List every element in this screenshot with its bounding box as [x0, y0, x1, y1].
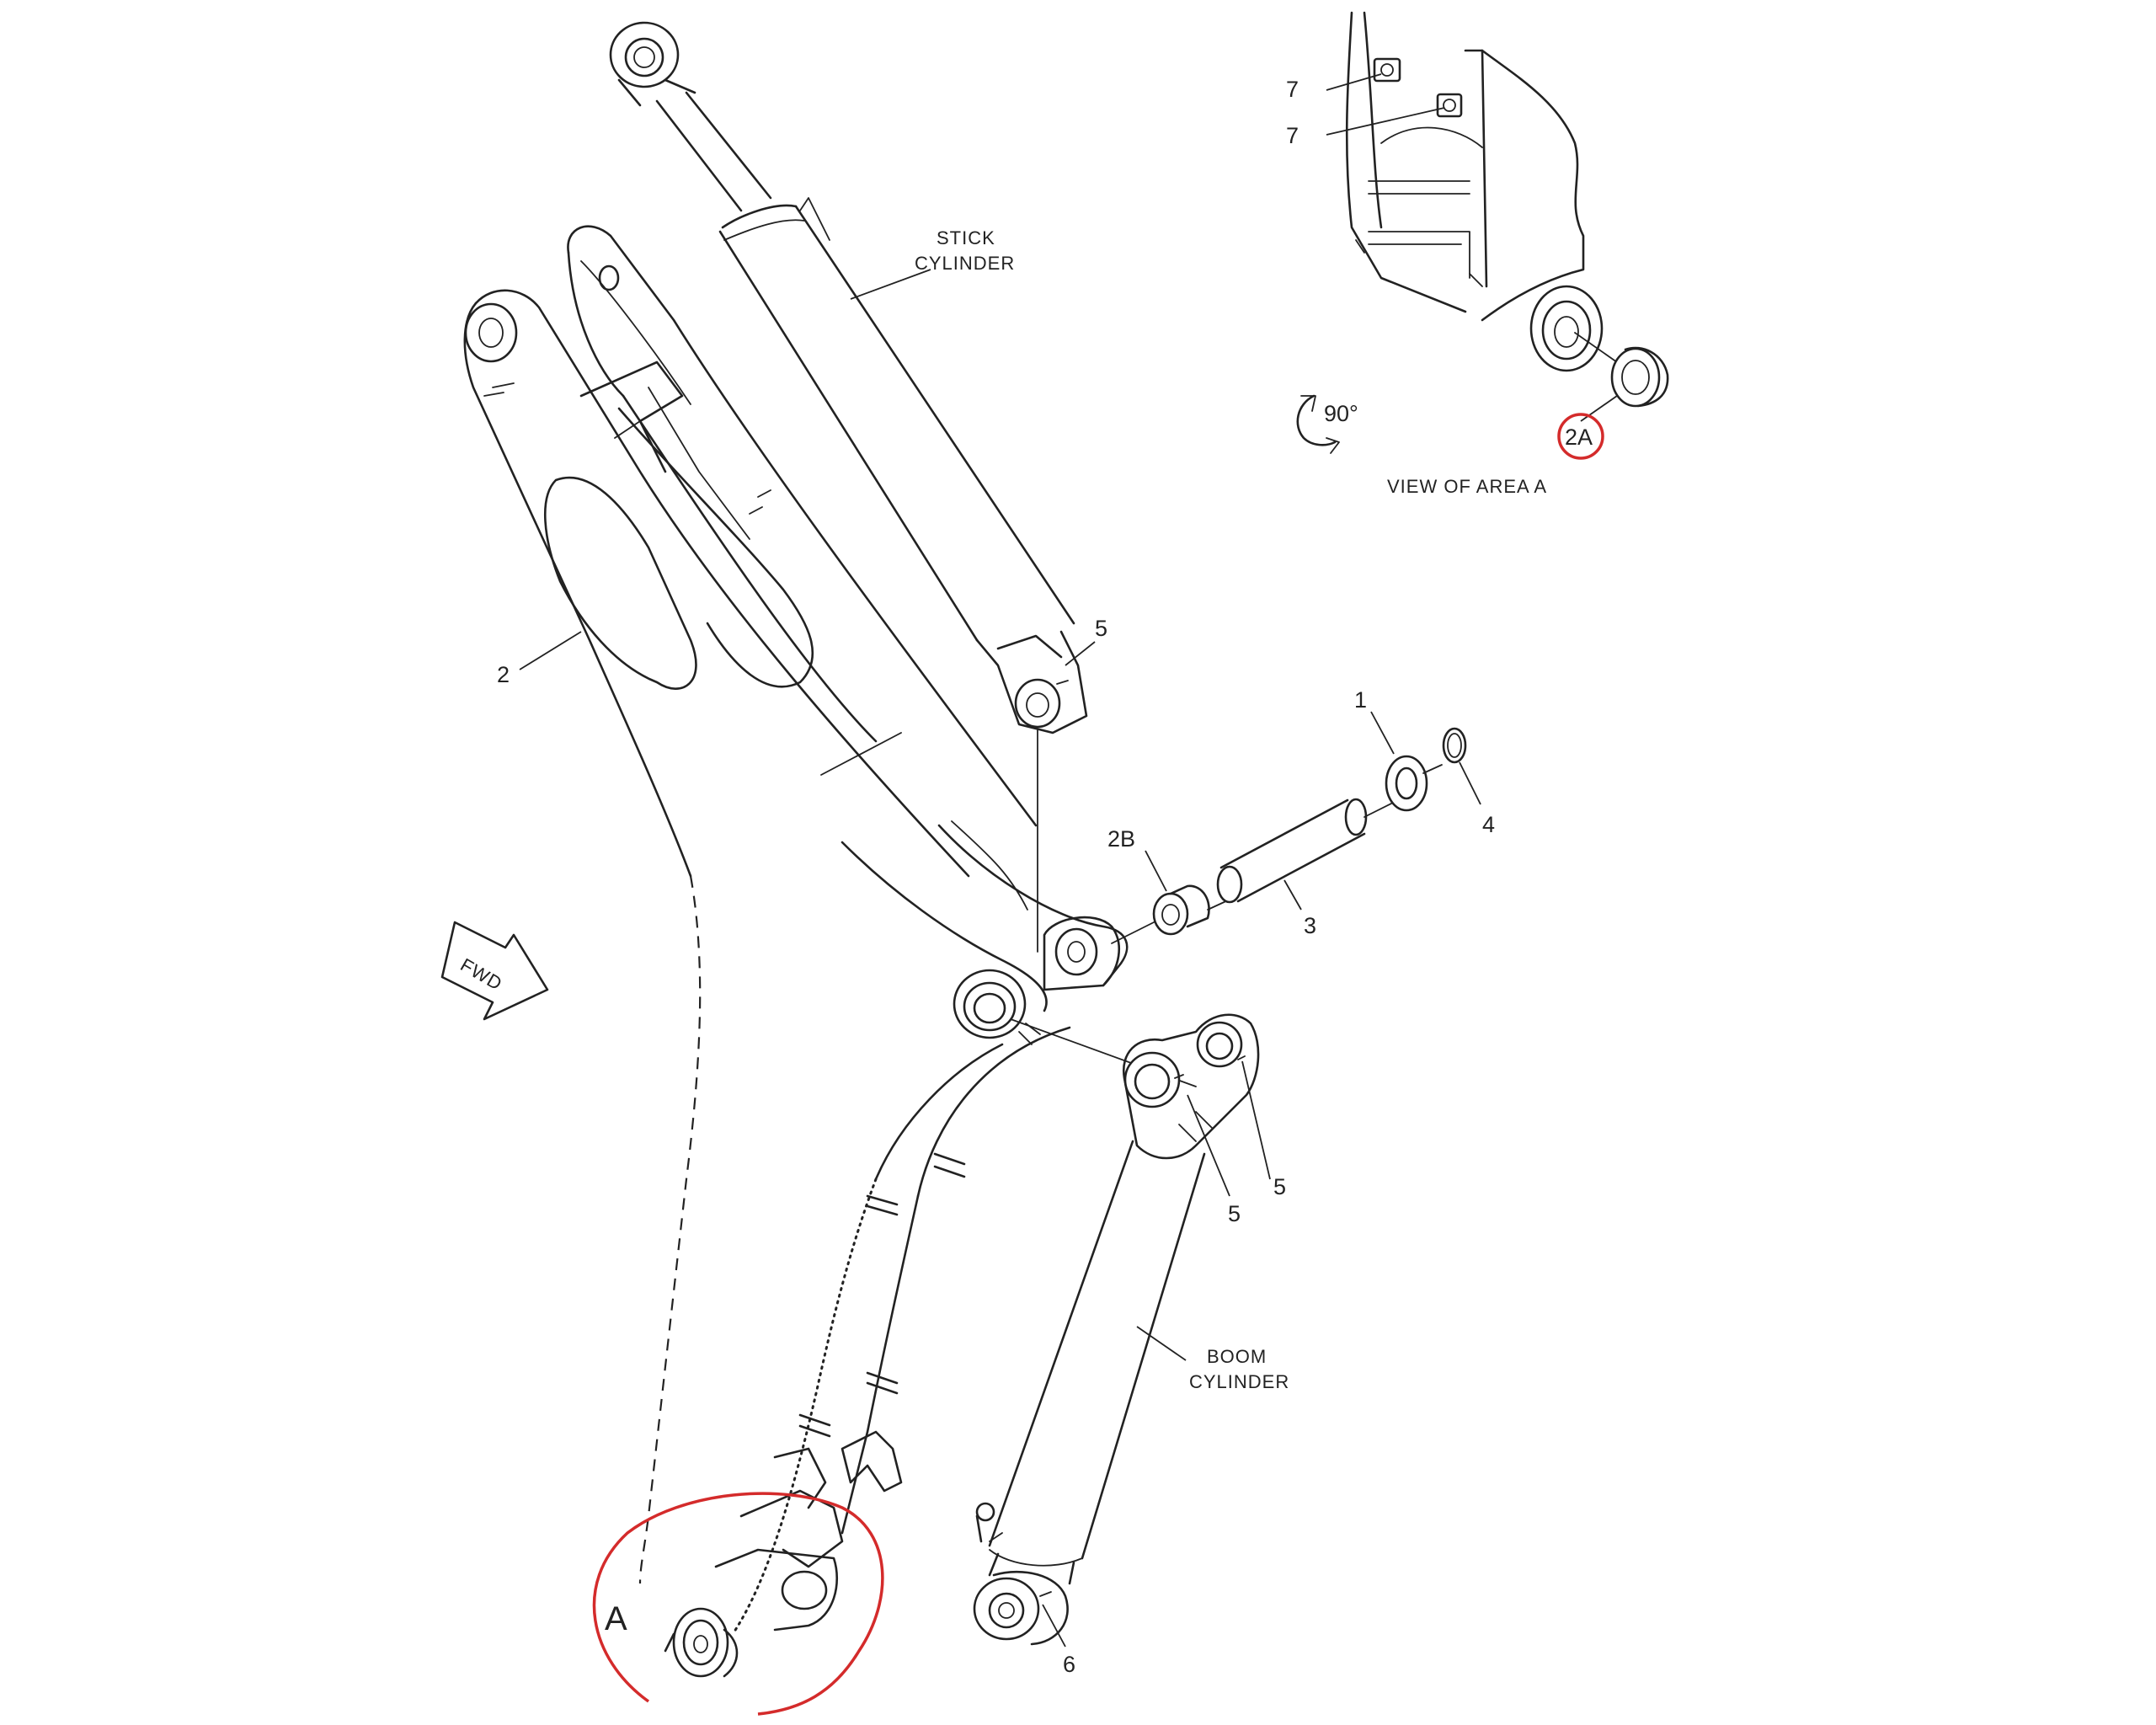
boom-structure [463, 225, 1129, 1678]
pin-assembly [1152, 727, 1467, 936]
area-a-inset [1296, 11, 1669, 454]
callout-5-boom-right: 5 [1273, 1174, 1286, 1199]
highlight-callout-2a [1557, 413, 1604, 460]
callout-5-boom-left: 5 [1228, 1201, 1241, 1226]
boom-cylinder-label-2: CYLINDER [1189, 1371, 1289, 1392]
callout-4: 4 [1482, 812, 1495, 837]
stick-cylinder-label-2: CYLINDER [915, 253, 1015, 274]
callout-1: 1 [1354, 687, 1367, 713]
stick-cylinder-label-1: STICK [937, 227, 995, 248]
rotation-label: 90° [1324, 401, 1358, 426]
callout-7-top: 7 [1286, 77, 1299, 102]
area-a-label: A [605, 1600, 627, 1637]
fwd-arrow: FWD [440, 921, 549, 1021]
callout-2a: 2A [1565, 425, 1593, 450]
callout-2: 2 [497, 662, 510, 687]
stick-cylinder [609, 21, 1088, 734]
callout-2b: 2B [1107, 826, 1135, 852]
callout-7-bottom: 7 [1286, 123, 1299, 148]
view-of-area-a-caption: VIEW OF AREA A [1387, 476, 1547, 497]
leader-lines [519, 73, 1618, 1648]
highlight-area-a [592, 1492, 884, 1716]
pivot-joint [953, 728, 1197, 1087]
callout-5-stick: 5 [1095, 616, 1107, 641]
callout-6: 6 [1063, 1652, 1075, 1677]
boom-cylinder [973, 1013, 1260, 1646]
boom-cylinder-label-1: BOOM [1207, 1346, 1267, 1367]
callout-3: 3 [1304, 913, 1316, 938]
